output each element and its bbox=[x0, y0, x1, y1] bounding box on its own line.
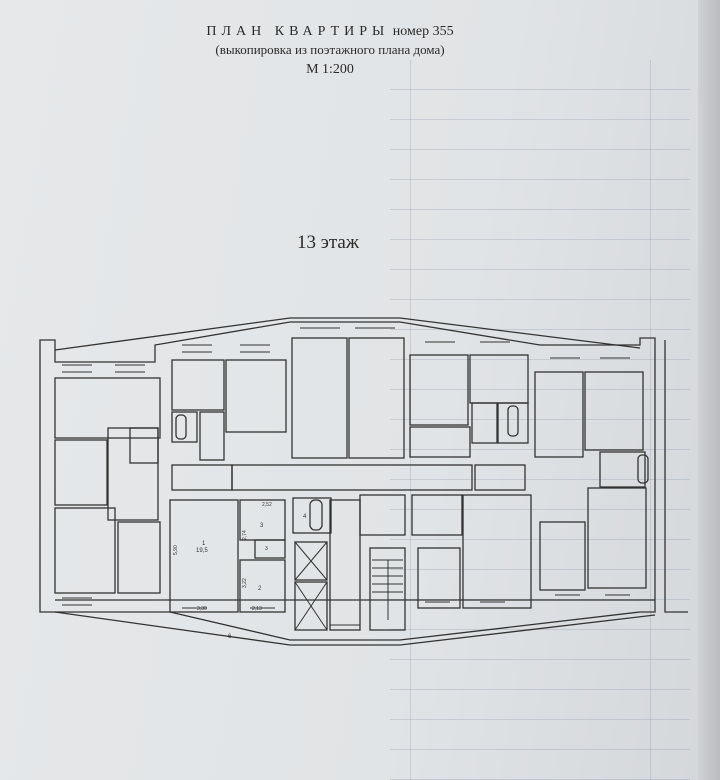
elevator-shafts bbox=[294, 541, 328, 631]
dimension-3-22: 3,22 bbox=[242, 578, 248, 588]
dimension-5-90: 5,90 bbox=[173, 545, 179, 555]
apartment-number: номер 355 bbox=[392, 24, 454, 39]
bathtubs bbox=[175, 405, 649, 531]
outer-walls bbox=[39, 317, 688, 646]
room-3b-number: 3 bbox=[265, 546, 268, 552]
room-1-number: 1 bbox=[202, 541, 206, 547]
dimension-3-30: 3,30 bbox=[197, 606, 207, 612]
room-3-number: 3 bbox=[260, 523, 264, 529]
windows bbox=[62, 327, 630, 626]
floor-label: 13 этаж bbox=[296, 232, 359, 253]
room-4-number: 4 bbox=[303, 514, 307, 520]
document-title: ПЛАН КВАРТИРЫ номер 355 bbox=[0, 24, 690, 40]
dimension-2-52: 2,52 bbox=[262, 502, 272, 508]
room-1-area: 19,5 bbox=[196, 548, 208, 554]
ruled-background bbox=[390, 60, 690, 780]
title-text: ПЛАН КВАРТИРЫ bbox=[206, 24, 390, 39]
scale-label: М 1:200 bbox=[306, 62, 354, 77]
room-6-number: 6 bbox=[228, 634, 232, 640]
dimension-2-13: 2,13 bbox=[252, 606, 262, 612]
rooms bbox=[54, 337, 647, 631]
page-edge bbox=[698, 0, 720, 780]
document-subtitle: (выкопировка из поэтажного плана дома) bbox=[215, 42, 445, 57]
dimension-2-74: 2,74 bbox=[242, 530, 248, 540]
stairs bbox=[372, 559, 403, 620]
room-2-number: 2 bbox=[258, 586, 262, 592]
